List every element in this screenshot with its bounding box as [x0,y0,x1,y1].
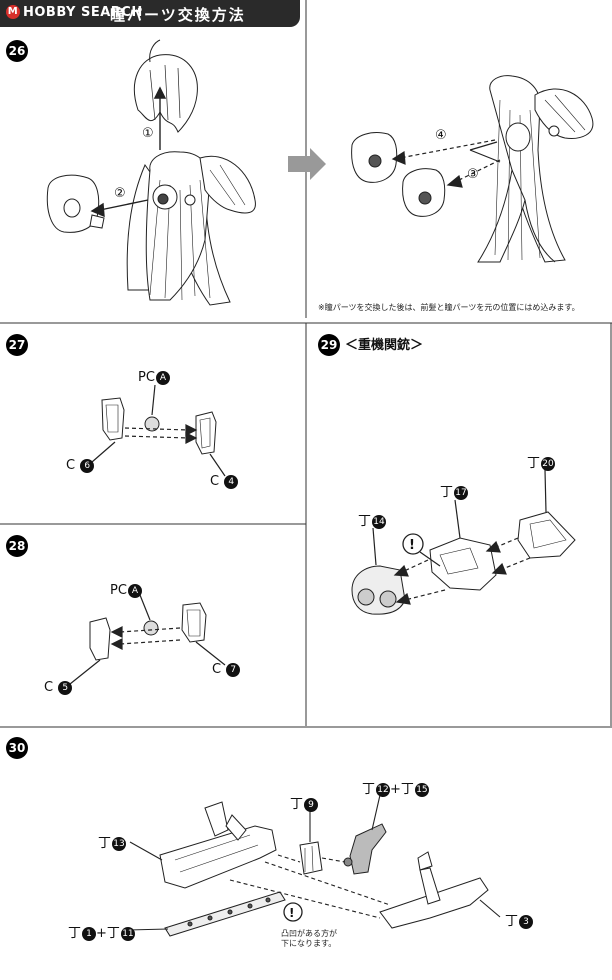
arrow-number-3: ③ [467,167,479,182]
logo-text: HOBBY SEARCH [23,5,143,20]
logo-icon: M [6,5,20,19]
figure-head-left [46,39,256,306]
figure-head-right [351,75,594,263]
arrow-number-1: ① [142,126,154,141]
warning-icon-30: ! [289,906,294,920]
step-26: 26 [6,40,28,62]
panel-frames [0,0,612,728]
arrows-26-left [90,86,167,218]
section-27-art [101,397,217,455]
step-28: 28 [6,535,28,557]
section-29-art [351,511,576,615]
arrow-number-4: ④ [435,128,447,143]
transition-arrow [288,148,326,180]
section-26-note: ※瞳パーツを交換した後は、前髪と瞳パーツを元の位置にはめ込みます。 [318,303,580,312]
arrows-26-right [391,139,501,188]
step-29: 29 [318,334,340,356]
arrows-28 [69,594,226,685]
warning-line-2: 下になります。 [281,939,337,948]
section-28-art [89,602,207,661]
arrow-number-2: ② [114,186,126,201]
section-30-art [159,801,489,937]
warning-icon-29: ! [409,538,415,553]
section-30-warning: 凸凹がある方が 下になります。 [281,929,337,949]
arrows-30 [127,794,501,931]
page-title: 瞳パーツ交換方法 [110,6,246,24]
part-label-c7: C 7 [212,662,241,677]
part-label-c5: C 5 [44,680,73,695]
part-label-c4: C 4 [210,474,239,489]
step-30: 30 [6,737,28,759]
arrows-29 [372,469,547,605]
part-label-c6: C 6 [66,458,95,473]
section-29-heading: ＜重機関銃＞ [345,338,424,353]
arrows-27 [91,384,226,477]
warning-line-1: 凸凹がある方が [281,929,337,938]
step-27: 27 [6,334,28,356]
